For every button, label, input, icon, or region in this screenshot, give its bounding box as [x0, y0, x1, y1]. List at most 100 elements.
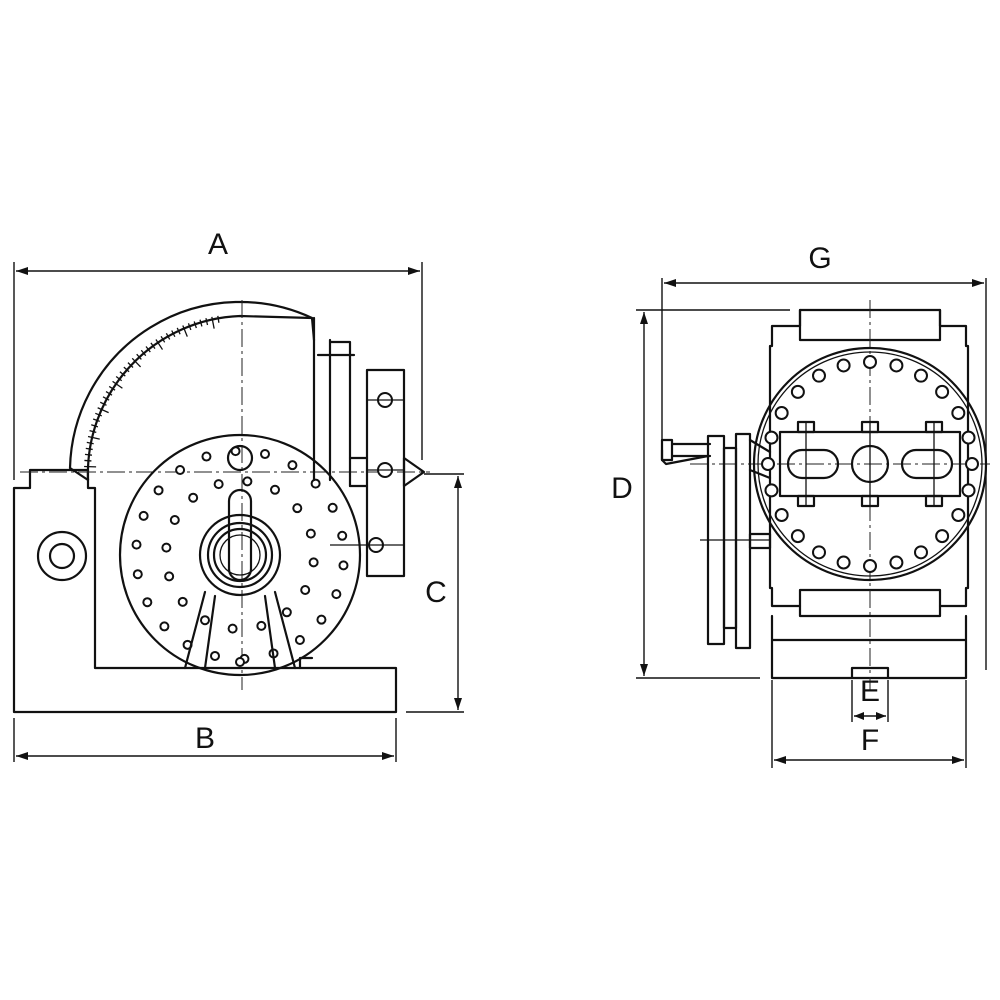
scale-tick: [112, 380, 123, 389]
scale-tick: [171, 330, 176, 338]
side-base: [12, 468, 398, 714]
scale-tick: [92, 418, 100, 422]
plate-hole: [227, 623, 238, 634]
plate-hole: [164, 571, 175, 582]
plate-hole: [305, 528, 316, 539]
clamp-bolts: [796, 420, 944, 508]
front-base: [770, 614, 968, 680]
dimension-D: D: [611, 309, 790, 679]
plate-hole: [294, 635, 305, 646]
plate-hole: [308, 557, 319, 568]
face-plate-holes: [761, 355, 979, 573]
dimension-G: G: [661, 242, 987, 670]
dimension-label-G: G: [808, 242, 831, 275]
dimension-A: A: [13, 228, 423, 480]
face-hole: [836, 555, 851, 570]
dimension-label-F: F: [861, 724, 879, 757]
face-hole: [965, 457, 979, 471]
scale-tick: [140, 349, 147, 357]
scale-tick: [217, 315, 220, 323]
plate-hole: [256, 620, 267, 631]
scale-tick: [91, 424, 99, 428]
scale-tick: [182, 325, 188, 337]
scale-tick: [123, 366, 130, 373]
scale-tick: [87, 435, 100, 440]
plate-hole: [132, 569, 143, 580]
scale-tick: [89, 429, 97, 434]
sector-arms: [183, 590, 297, 670]
plate-hole: [213, 479, 224, 490]
crank-pin: [226, 444, 254, 472]
face-hole: [951, 508, 966, 522]
plate-hole: [188, 492, 199, 503]
dimension-label-B: B: [195, 722, 215, 755]
face-hole: [790, 384, 805, 399]
scale-tick: [97, 407, 109, 414]
index-plate-holes: [131, 446, 349, 664]
scale-tick: [119, 371, 126, 377]
face-hole: [914, 368, 928, 383]
scale-tick: [85, 447, 93, 451]
side-view: [12, 300, 430, 714]
plate-hole: [337, 530, 348, 541]
scale-tick: [211, 316, 215, 329]
face-hole: [812, 368, 826, 383]
plate-hole: [316, 614, 327, 625]
dimension-label-E: E: [860, 675, 880, 708]
scale-tick: [115, 375, 123, 382]
face-hole: [961, 483, 976, 498]
scale-tick: [131, 357, 142, 368]
scale-tick: [95, 412, 103, 417]
face-hole: [961, 430, 976, 445]
scale-tick: [145, 346, 151, 353]
scale-tick: [102, 396, 110, 401]
scale-tick: [105, 391, 113, 396]
plate-hole: [159, 621, 170, 632]
face-hole: [889, 555, 904, 570]
dimension-E: E: [851, 675, 889, 722]
angle-scale-sector: [68, 300, 316, 470]
face-hole: [812, 545, 826, 560]
scale-tick: [84, 453, 93, 456]
plate-hole: [209, 650, 220, 661]
front-view: [660, 300, 990, 690]
index-post: [312, 316, 356, 488]
plate-hole: [292, 503, 303, 514]
plate-hole: [281, 607, 292, 618]
side-crank-assembly: [660, 432, 772, 650]
plate-hole: [138, 510, 149, 521]
plate-hole: [161, 542, 172, 553]
scale-tick: [84, 459, 92, 462]
scale-tick: [187, 323, 192, 331]
index-pointer: [402, 456, 426, 488]
scale-tick: [155, 339, 164, 350]
plate-hole: [169, 514, 180, 525]
face-hole: [863, 355, 877, 369]
plate-hole: [199, 615, 210, 626]
hub-outer: [198, 513, 282, 597]
face-hole: [863, 559, 877, 573]
plate-hole: [131, 539, 142, 550]
face-hole: [951, 406, 966, 420]
face-hole: [764, 430, 779, 445]
plate-hole: [153, 485, 164, 496]
face-hole: [764, 483, 779, 498]
face-hole: [935, 384, 950, 399]
scale-tick: [176, 327, 181, 335]
t-slot-strip: [778, 430, 962, 498]
scale-tick: [160, 335, 166, 343]
scale-tick: [165, 332, 171, 340]
plate-hole: [287, 460, 298, 471]
scale-tick: [150, 342, 156, 349]
crank-slot: [227, 488, 253, 582]
plate-hole: [242, 476, 253, 487]
plate-hole: [175, 464, 186, 475]
front-body: [768, 308, 970, 618]
face-hole: [889, 358, 904, 373]
base-knob-outer: [36, 530, 88, 582]
base-knob-inner: [48, 542, 76, 570]
face-hole: [774, 406, 789, 420]
plate-hole: [338, 560, 349, 571]
dimension-F: F: [771, 680, 967, 768]
